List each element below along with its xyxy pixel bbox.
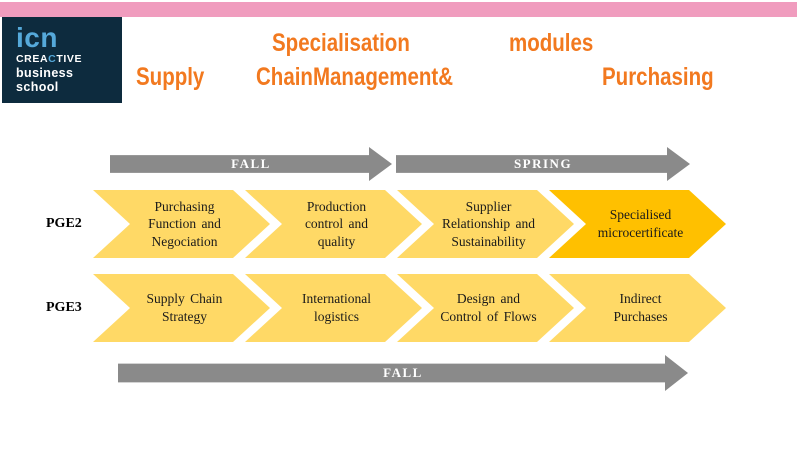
logo-tagline: CREACTIVE <box>16 53 122 66</box>
module-chevron-pge3-1: Supply Chain Strategy <box>93 274 270 342</box>
row-label-pge3: PGE3 <box>46 300 82 315</box>
title-word-chainmanagement: ChainManagement& <box>256 63 454 91</box>
timeline-arrow-fall-bottom: FALL <box>118 355 688 391</box>
title-word-purchasing: Purchasing <box>602 63 714 91</box>
module-chevron-pge2-4-highlighted: Specialised microcertificate <box>549 190 726 258</box>
module-chevron-pge3-2: International logistics <box>245 274 422 342</box>
title-word-specialisation: Specialisation <box>272 29 410 57</box>
title-word-modules: modules <box>509 29 594 57</box>
logo-tagline-accent: C <box>48 53 57 66</box>
logo-acronym: icn <box>16 22 58 53</box>
timeline-label-fall-top: FALL <box>231 156 271 171</box>
row-label-pge2: PGE2 <box>46 216 82 231</box>
module-chevron-pge2-3: Supplier Relationship and Sustainability <box>397 190 574 258</box>
module-chevron-pge2-1: Purchasing Function and Negociation <box>93 190 270 258</box>
title-word-supply: Supply <box>136 63 205 91</box>
module-chevron-pge2-2: Production control and quality <box>245 190 422 258</box>
logo-word-school: school <box>16 80 59 95</box>
school-logo: icn CREACTIVE business school <box>2 17 122 103</box>
logo-word-business: business <box>16 66 74 81</box>
timeline-arrow-fall-top: FALL <box>110 147 392 181</box>
timeline-label-fall-bottom: FALL <box>383 365 423 380</box>
module-chevron-pge3-4: Indirect Purchases <box>549 274 726 342</box>
timeline-arrow-spring: SPRING <box>396 147 690 181</box>
logo-tagline-prefix: CREA <box>16 53 49 66</box>
logo-tagline-suffix: TIVE <box>56 53 83 66</box>
timeline-label-spring: SPRING <box>513 156 573 171</box>
module-chevron-pge3-3: Design and Control of Flows <box>397 274 574 342</box>
top-accent-bar <box>0 2 797 17</box>
